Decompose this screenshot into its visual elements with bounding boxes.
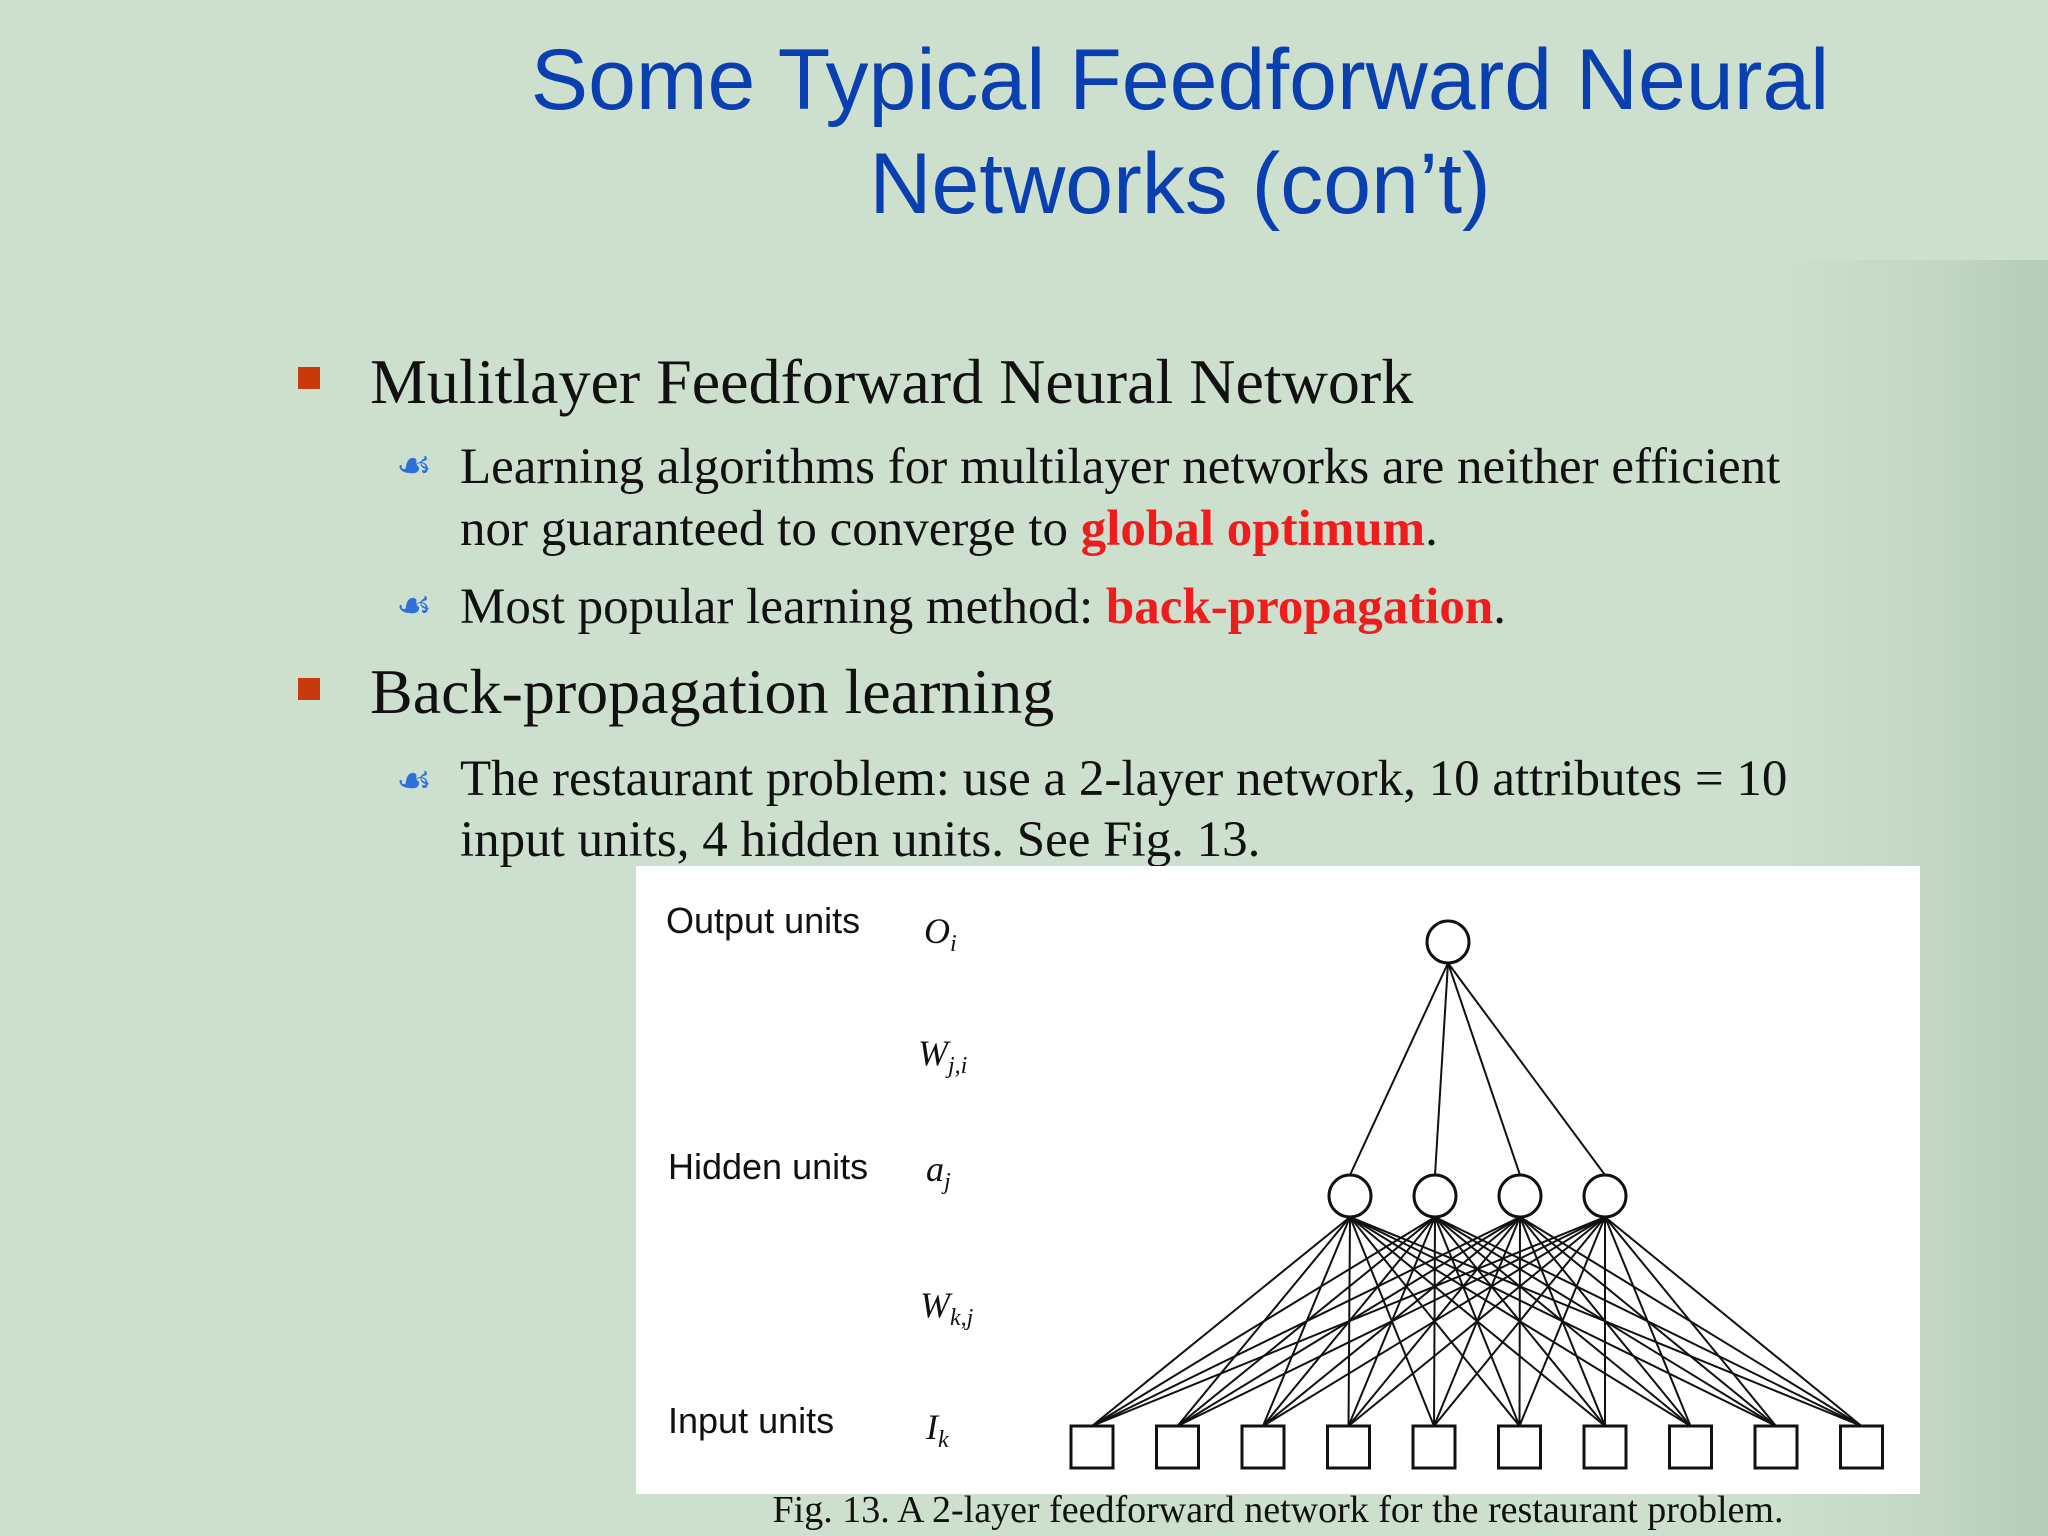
symbol-input: Ik <box>926 1406 949 1454</box>
symbol-subscript: k,j <box>950 1305 974 1332</box>
input-units-label: Input units <box>668 1400 835 1441</box>
edge-hidden-output <box>1434 962 1449 1176</box>
output-node <box>1425 919 1471 965</box>
sub-bullet-1-2: Most popular learning method: back-propa… <box>460 576 1506 638</box>
sub-bullet-icon: ☙ <box>396 443 432 489</box>
hidden-node <box>1497 1173 1543 1219</box>
sub-bullet-icon: ☙ <box>396 583 432 629</box>
emphasis-back-propagation: back-propagation <box>1105 579 1494 635</box>
input-node <box>1326 1424 1371 1470</box>
symbol-text: W <box>918 1033 948 1073</box>
sub-bullet-2-1-line1: The restaurant problem: use a 2-layer ne… <box>460 751 1788 807</box>
bullet-1-text: Mulitlayer Feedforward Neural Network <box>370 346 1414 417</box>
hidden-node <box>1327 1173 1373 1219</box>
edge-input-hidden <box>1604 1216 1777 1427</box>
edge-input-hidden <box>1091 1216 1351 1427</box>
sub-bullet-1-1-line2: nor guaranteed to converge to global opt… <box>460 498 1438 560</box>
text-segment: nor guaranteed to converge to <box>460 501 1081 557</box>
slide-title-line1: Some Typical Feedforward Neural <box>530 32 1830 128</box>
slide-title: Some Typical Feedforward Neural Networks… <box>400 28 1960 236</box>
output-units-label: Output units <box>666 900 861 941</box>
symbol-subscript: i <box>950 931 957 958</box>
symbol-weights-kj: Wk,j <box>920 1284 973 1332</box>
emphasis-global-optimum: global optimum <box>1080 501 1426 557</box>
input-node <box>1411 1424 1457 1470</box>
bullet-square-icon <box>298 367 320 389</box>
edge-input-hidden <box>1177 1216 1606 1427</box>
symbol-subscript: k <box>938 1427 949 1454</box>
sub-bullet-2-1-line2: input units, 4 hidden units. See Fig. 13… <box>460 812 1261 868</box>
input-node <box>1497 1424 1542 1470</box>
edge-input-hidden <box>1091 1216 1606 1427</box>
edge-hidden-output <box>1349 962 1449 1176</box>
sub-bullet-icon: ☙ <box>396 758 432 804</box>
hidden-node <box>1412 1173 1458 1219</box>
bullet-list: Mulitlayer Feedforward Neural Network ☙ … <box>298 346 1788 868</box>
input-node <box>1069 1424 1115 1470</box>
symbol-hidden-activation: aj <box>926 1148 951 1196</box>
edge-input-hidden <box>1091 1216 1436 1427</box>
text-segment: Most popular learning method: <box>460 579 1106 635</box>
edge-input-hidden <box>1347 1216 1606 1427</box>
text-segment: . <box>1493 579 1506 635</box>
edge-input-hidden <box>1262 1216 1606 1427</box>
edge-hidden-output <box>1447 962 1606 1176</box>
symbol-subscript: j,i <box>948 1053 968 1080</box>
edge-hidden-output <box>1447 962 1521 1176</box>
edge-input-hidden <box>1518 1216 1606 1427</box>
symbol-output: Oi <box>924 910 957 958</box>
network-figure: Output units Hidden units Input units Oi… <box>636 866 1920 1494</box>
text-segment: . <box>1425 501 1438 557</box>
hidden-node <box>1582 1173 1628 1219</box>
symbol-subscript: j <box>944 1169 951 1196</box>
hidden-units-label: Hidden units <box>668 1146 869 1187</box>
edge-input-hidden <box>1433 1216 1606 1427</box>
input-node <box>1582 1424 1628 1470</box>
input-node <box>1839 1424 1884 1470</box>
symbol-text: I <box>926 1407 938 1447</box>
input-node <box>1668 1424 1713 1470</box>
bullet-2-text: Back-propagation learning <box>370 656 1055 727</box>
edge-input-hidden <box>1604 1216 1692 1427</box>
sub-bullet-1-1-line1: Learning algorithms for multilayer netwo… <box>460 439 1781 495</box>
symbol-text: O <box>924 911 950 951</box>
slide-title-line2: Networks (con’t) <box>869 136 1491 232</box>
edge-input-hidden <box>1091 1216 1521 1427</box>
network-diagram <box>1069 919 1884 1470</box>
input-node <box>1240 1424 1286 1470</box>
symbol-weights-ji: Wj,i <box>918 1032 967 1080</box>
edge-input-hidden <box>1604 1216 1863 1427</box>
symbol-text: W <box>920 1285 950 1325</box>
symbol-text: a <box>926 1149 944 1189</box>
figure-caption: Fig. 13. A 2-layer feedforward network f… <box>772 1489 1784 1531</box>
input-node <box>1155 1424 1200 1470</box>
bullet-square-icon <box>298 678 320 700</box>
input-node <box>1753 1424 1799 1470</box>
